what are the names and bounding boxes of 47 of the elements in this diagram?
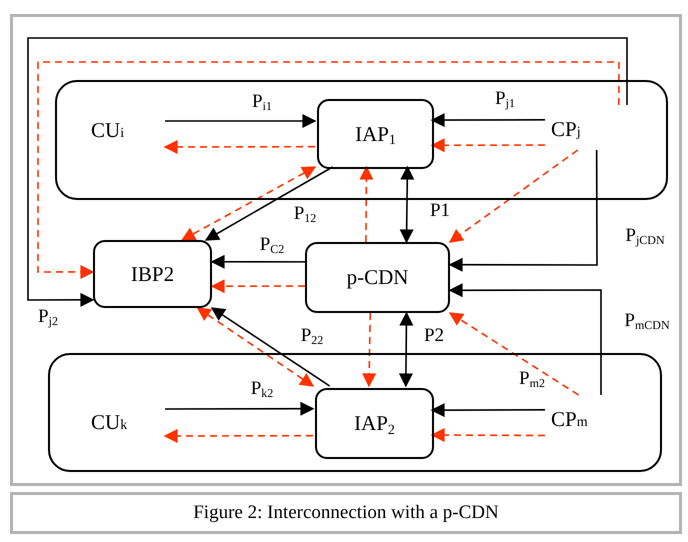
edge-label: P$_{j1}$ — [495, 88, 515, 109]
edge-label: P$_{22}$ — [300, 325, 324, 346]
figure-caption: Figure 2: Interconnection with a p-CDN — [10, 492, 682, 534]
arrow — [430, 113, 545, 128]
arrow — [362, 312, 376, 388]
box-label: IAP$_{1}$ — [355, 124, 396, 144]
arrow — [165, 114, 316, 128]
arrow — [430, 138, 545, 152]
arrow — [430, 403, 545, 418]
arrow — [164, 140, 315, 154]
arrow — [165, 402, 314, 416]
edge-label: P1 — [430, 200, 450, 221]
edge-label: P$_{C2}$ — [260, 234, 284, 255]
arrow — [164, 428, 313, 443]
arrow — [400, 166, 414, 244]
box-label: IBP2 — [130, 264, 174, 284]
edge-label: P$_{k2}$ — [250, 378, 274, 399]
edge-label: P$_{j2}$ — [38, 306, 58, 327]
region-box — [48, 353, 662, 472]
arrow — [359, 166, 374, 242]
edge-label: P2 — [424, 325, 444, 346]
arrow — [448, 283, 602, 395]
arrow — [398, 312, 414, 388]
process-box — [305, 242, 450, 313]
process-box — [315, 388, 434, 459]
arrow — [448, 149, 578, 243]
edge-label: P$_{jCDN}$ — [625, 225, 665, 246]
edge-label: P$_{m2}$ — [519, 368, 545, 389]
process-box — [93, 240, 212, 308]
arrow — [27, 37, 628, 307]
edge-label: P$_{mCDN}$ — [624, 310, 670, 331]
edge-label: P$_{i1}$ — [252, 91, 272, 112]
box-label: IAP$_{2}$ — [354, 413, 395, 434]
arrow — [448, 312, 580, 396]
region-box — [55, 80, 668, 200]
arrow — [196, 307, 314, 387]
arrow — [210, 254, 305, 269]
arrow — [204, 166, 333, 241]
arrow — [210, 279, 305, 294]
arrow — [448, 150, 598, 272]
edge-label: P$_{12}$ — [294, 203, 316, 224]
box-label: p-CDN — [346, 267, 408, 288]
arrow — [430, 428, 545, 442]
arrow — [181, 166, 316, 241]
arrow — [37, 61, 620, 279]
process-box — [317, 99, 434, 169]
arrow — [210, 307, 330, 387]
